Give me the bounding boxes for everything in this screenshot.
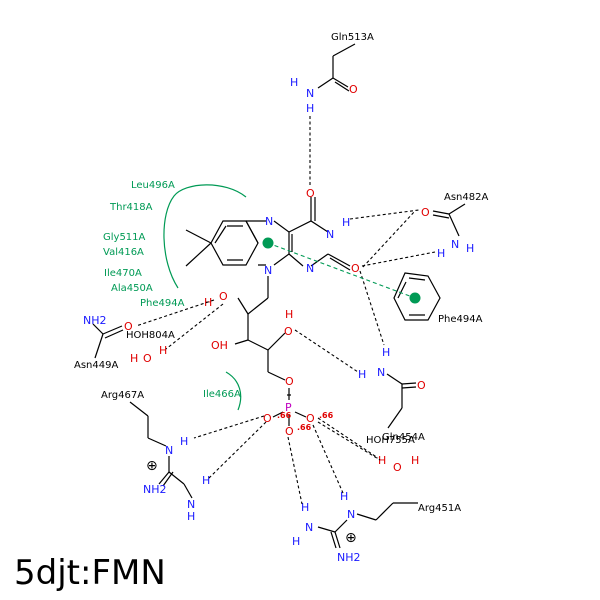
charge-op2: .66 — [319, 411, 334, 420]
charge-op3: .66 — [297, 423, 312, 432]
atom-op3: O — [285, 425, 294, 438]
atom-n1: N — [306, 262, 314, 275]
atom-o5prime: O — [285, 375, 294, 388]
hoh755-h1: H — [378, 454, 386, 467]
label-ile470: Ile470A — [104, 268, 142, 279]
gln454-o: O — [417, 379, 426, 392]
charge-op1: .66 — [277, 411, 292, 420]
label-hoh755: HOH755A — [366, 435, 415, 446]
atom-n10: N — [264, 264, 272, 277]
label-arg451: Arg451A — [418, 503, 461, 514]
arg467-h2: H — [187, 510, 195, 523]
asn449-o: O — [124, 320, 133, 333]
atom-o4prime: O — [284, 325, 293, 338]
label-arg467: Arg467A — [101, 390, 144, 401]
hydrogen-bonds — [135, 116, 436, 505]
gln513-n: N — [306, 87, 314, 100]
arg467-nh1: N — [187, 498, 195, 511]
atom-o2prime: O — [219, 290, 228, 303]
asn482-o: O — [421, 206, 430, 219]
atom-p: P — [285, 401, 292, 414]
residue-arg451: H N Arg451A H N H NH2 ⊕ — [292, 490, 461, 564]
asn449-nh2: NH2 — [83, 314, 107, 327]
label-phe494-hyd: Phe494A — [140, 298, 185, 309]
arg451-nh2: NH2 — [337, 551, 361, 564]
residue-gln513: Gln513A O N H H — [290, 32, 374, 115]
arg451-nh1: N — [305, 521, 313, 534]
atom-h4prime: H — [285, 308, 293, 321]
gln454-n: N — [377, 366, 385, 379]
arg451-ne: N — [347, 508, 355, 521]
residue-asn449: Asn449A NH2 O — [74, 314, 133, 371]
arg467-h1: H — [202, 474, 210, 487]
label-gln454: Gln454A — [382, 432, 425, 443]
residue-phe494-ring: Phe494A — [393, 272, 483, 325]
gln513-o: O — [349, 83, 358, 96]
atom-op2: O — [306, 412, 315, 425]
atom-o3prime: OH — [211, 339, 228, 352]
arg467-ne: N — [165, 444, 173, 457]
water-hoh804: HOH804A H O H — [126, 330, 175, 365]
atom-h3: H — [342, 216, 350, 229]
label-gln513: Gln513A — [331, 32, 374, 43]
arg467-charge: ⊕ — [146, 458, 158, 474]
asn482-n: N — [451, 238, 459, 251]
label-asn449: Asn449A — [74, 360, 118, 371]
label-hoh804: HOH804A — [126, 330, 175, 341]
gln513-h1: H — [290, 76, 298, 89]
residue-asn482: Asn482A O N H H — [421, 192, 488, 260]
atom-n3: N — [326, 228, 334, 241]
label-asn482: Asn482A — [444, 192, 488, 203]
gln454-h1: H — [382, 346, 390, 359]
atom-o2: O — [351, 262, 360, 275]
residue-arg467: Arg467A N H NH2 N H H ⊕ — [101, 390, 210, 523]
atom-o4: O — [306, 187, 315, 200]
fmn-atoms: N N N H N O O O H OH H O O P O O O .66 .… — [204, 187, 360, 438]
hoh755-o: O — [393, 461, 402, 474]
arg451-charge: ⊕ — [345, 530, 357, 546]
arg467-nh2: NH2 — [143, 483, 167, 496]
hoh755-h2: H — [411, 454, 419, 467]
hydrophobic-arc-ile466 — [225, 371, 242, 411]
asn482-h1: H — [466, 242, 474, 255]
label-ala450: Ala450A — [111, 283, 153, 294]
label-gly511: Gly511A — [103, 232, 146, 243]
residue-gln454: H N H O Gln454A — [358, 346, 426, 443]
atom-n5: N — [265, 215, 273, 228]
hydrophobic-contacts: Leu496A Thr418A Gly511A Val416A Ile470A … — [103, 180, 247, 411]
label-leu496: Leu496A — [131, 180, 175, 191]
pi-stacking-line — [267, 242, 416, 299]
asn482-h2: H — [437, 247, 445, 260]
hoh804-h2: H — [159, 344, 167, 357]
label-phe494: Phe494A — [438, 314, 483, 325]
hoh804-o: O — [143, 352, 152, 365]
arg467-he: H — [180, 435, 188, 448]
gln454-h2: H — [358, 368, 366, 381]
arg451-h2: H — [292, 535, 300, 548]
label-val416: Val416A — [103, 247, 144, 258]
diagram-title: 5djt:FMN — [14, 553, 166, 593]
label-thr418: Thr418A — [109, 202, 153, 213]
hydrophobic-arc-main — [163, 184, 247, 289]
arg451-h1: H — [301, 501, 309, 514]
atom-op1: O — [263, 412, 272, 425]
water-hoh755: HOH755A H O H — [366, 435, 419, 474]
arg451-he: H — [340, 490, 348, 503]
isoalloxazine-ring — [185, 197, 351, 426]
hoh804-h1: H — [130, 352, 138, 365]
gln513-h2: H — [306, 102, 314, 115]
label-ile466: Ile466A — [203, 389, 241, 400]
